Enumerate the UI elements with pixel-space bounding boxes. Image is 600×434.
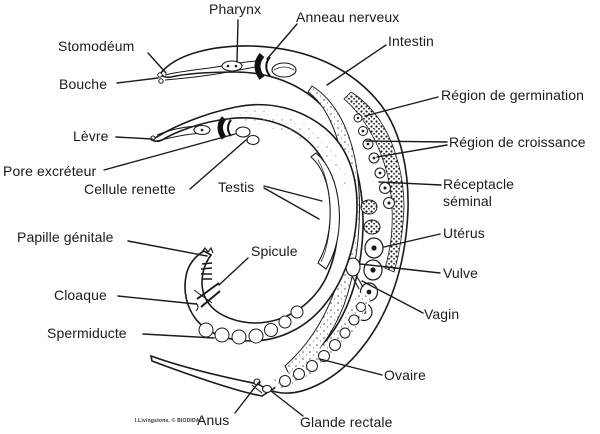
leader-pharynx [236,19,239,63]
leader-lines [103,19,448,417]
leader-glande-rectale [270,390,304,417]
label-pharynx: Pharynx [209,1,262,17]
label-region-germination: Région de germination [441,87,584,103]
growth-region-cells [353,113,395,209]
testis-capsule [310,152,340,270]
leader-anneau-nerveux [266,23,298,60]
tail-hook-details [193,246,221,312]
label-spicule: Spicule [251,243,298,259]
label-uterus: Utérus [443,225,485,241]
label-anus: Anus [197,412,230,428]
sperm-duct [198,305,304,345]
male-worm [150,103,358,345]
label-stomodeum: Stomodéum [58,38,135,54]
leader-intestin [326,44,387,86]
label-papille-genitale: Papille génitale [17,229,114,245]
germination-band [343,91,405,273]
label-testis: Testis [218,179,255,195]
pharynx-metacorpus [221,60,243,72]
leader-levre [115,136,153,140]
female-worm [149,45,409,397]
tail-bands [200,262,213,280]
label-vagin: Vagin [424,306,460,322]
leader-testis [263,185,323,202]
label-intestin: Intestin [388,33,434,49]
label-glande-rectale: Glande rectale [300,414,393,430]
renette-cell [235,126,251,138]
label-spermiducte: Spermiducte [47,325,127,341]
nerve-ring [254,53,265,80]
leader-anus [234,381,260,414]
leader-region-croissance [376,144,448,158]
leader-ovaire [319,358,383,376]
label-bouche: Bouche [59,76,108,92]
label-levre: Lèvre [73,128,109,144]
leader-spermiducte [142,333,215,339]
pharynx-bulb [271,62,297,78]
leader-receptacle-seminal [378,181,442,186]
leader-stomodeum [147,52,167,74]
label-vulve: Vulve [443,265,479,281]
leader-pore-excreteur [103,133,236,171]
male-body-stipple [225,110,352,200]
ovary-stipple [272,292,371,390]
label-cellule-renette: Cellule renette [84,181,176,197]
leader-uterus [383,233,441,248]
label-anneau-nerveux: Anneau nerveux [296,9,400,25]
leader-cellule-renette [189,139,247,190]
seminal-receptacle [360,199,381,235]
mouth-lips [157,72,163,78]
female-head [157,53,297,84]
leader-bouche [116,77,159,84]
leader-papille-genitale [127,240,208,257]
spicule-spikes [196,282,221,308]
label-region-croissance: Région de croissance [449,134,586,150]
label-cloaque: Cloaque [54,287,107,303]
leader-testis [263,187,320,220]
label-ovaire: Ovaire [384,367,426,383]
leader-region-croissance [365,140,448,143]
label-receptacle-seminal: Réceptacle séminal [443,176,515,210]
male-head [150,116,260,146]
male-nerve-ring [217,116,227,140]
label-pore-excreteur: Pore excréteur [3,163,97,179]
leader-vulve [359,263,441,274]
genital-papilla [201,246,214,254]
image-credit: I.Livingstone, © BIODIDAC [135,418,204,424]
leader-spicule [218,257,249,286]
leader-vagin [361,280,424,314]
leader-cloaque [117,295,197,305]
leader-region-germination [364,96,439,117]
